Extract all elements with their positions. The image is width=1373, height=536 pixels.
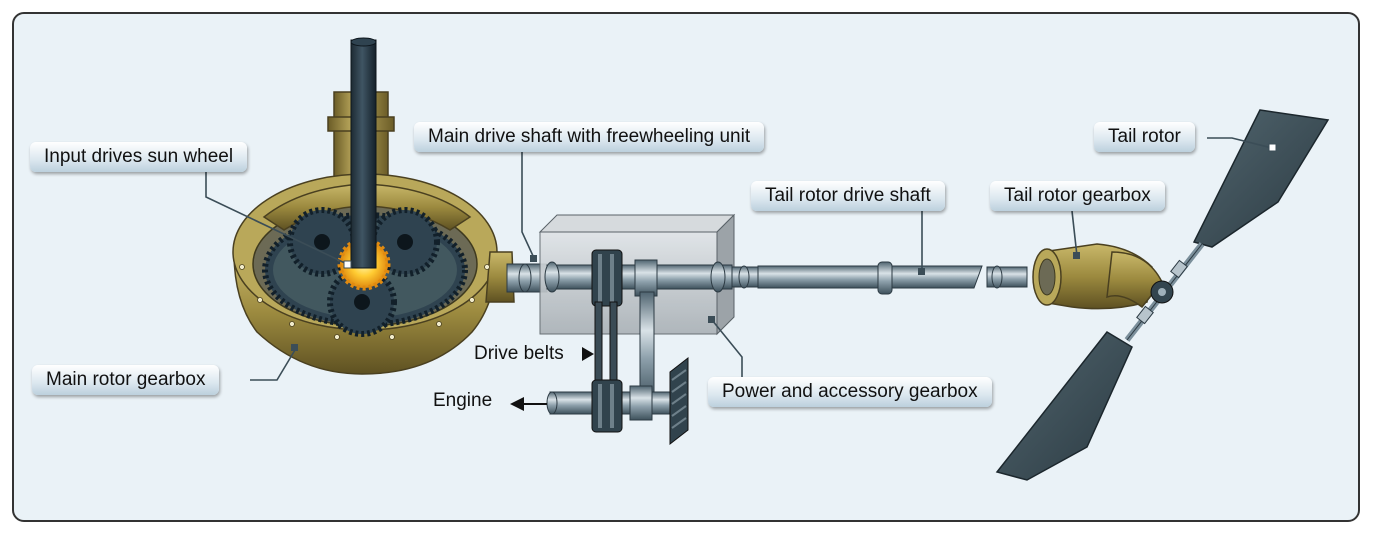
leader-lines [205,137,1273,391]
engine-shaft [546,356,689,446]
tail-rotor [995,109,1330,481]
tail-rotor-drive-shaft [731,261,1028,295]
label-drive-belts: Drive belts [474,343,564,364]
label-main-rotor-gearbox: Main rotor gearbox [32,365,220,395]
label-engine: Engine [433,390,493,411]
engine-arrow-icon [510,397,547,411]
tail-rotor-gearbox [1032,243,1163,310]
drivetrain-illustration [205,37,1330,481]
label-tail-rotor-gearbox: Tail rotor gearbox [990,181,1165,211]
label-main-drive-shaft: Main drive shaft with freewheeling unit [414,122,765,152]
label-power-accessory-gearbox: Power and accessory gearbox [708,377,992,407]
power-accessory-gearbox [538,213,736,403]
leader-markers [291,143,1277,351]
label-tail-rotor-drive-shaft: Tail rotor drive shaft [751,181,945,211]
drive-belts-arrow-icon [582,347,594,361]
label-tail-rotor: Tail rotor [1094,122,1195,152]
label-input-drives-sun-wheel: Input drives sun wheel [30,142,248,172]
diagram-frame: Input drives sun wheel Main drive shaft … [12,12,1360,522]
main-rotor-gearbox [232,37,515,375]
